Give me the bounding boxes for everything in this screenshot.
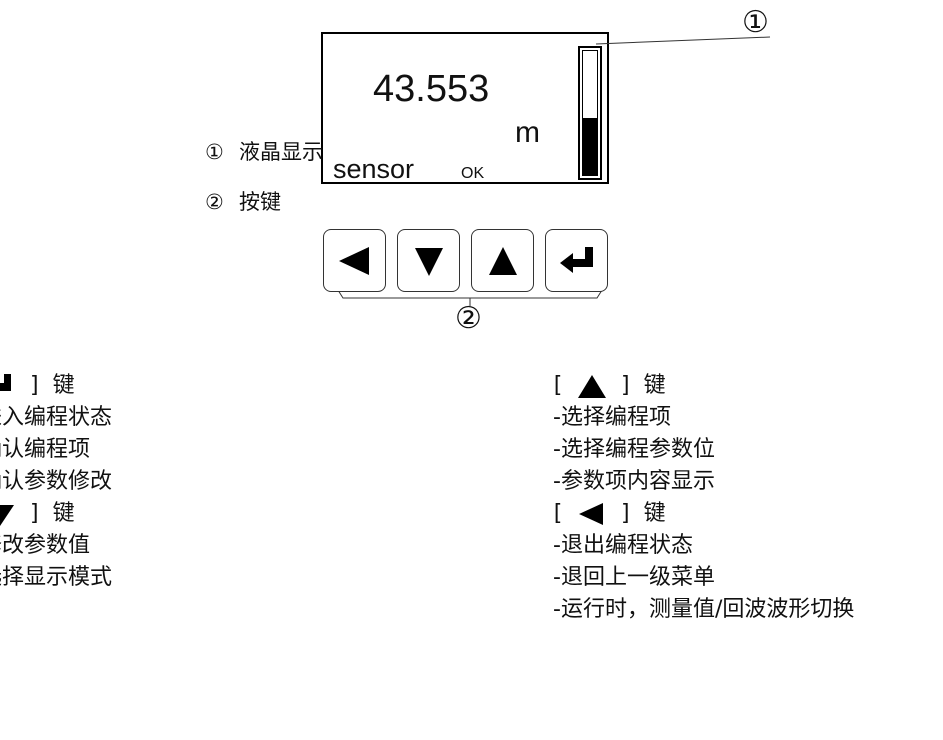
- up-key-header: [ ] 键: [553, 370, 854, 402]
- desc-line: -退回上一级菜单: [553, 565, 715, 590]
- key-word: 键: [643, 373, 666, 398]
- legend-label: 液晶显示: [239, 140, 323, 164]
- right-descriptions: [ ] 键 -选择编程项 -选择编程参数位 -参数项内容显示 [ ] 键 -退出…: [553, 370, 854, 626]
- desc-line: -参数项内容显示: [553, 469, 715, 494]
- desc-line: 进入编程状态: [0, 405, 113, 430]
- legend-item-keys: ② 按键: [205, 186, 281, 216]
- bracket-open: [: [553, 373, 563, 398]
- legend-label: 按键: [239, 190, 281, 214]
- up-key[interactable]: [471, 229, 534, 292]
- measurement-value: 43.553: [373, 68, 490, 110]
- level-bar: [578, 46, 602, 180]
- desc-line: 选择显示模式: [0, 565, 113, 590]
- desc-line: 确认参数修改: [0, 469, 113, 494]
- legend-item-lcd: ① 液晶显示: [205, 136, 323, 166]
- legend-number: ②: [205, 190, 224, 214]
- left-key-header: [ ] 键: [553, 498, 854, 530]
- key-word: 键: [52, 501, 75, 526]
- left-triangle-icon: [339, 247, 369, 275]
- enter-key[interactable]: [545, 229, 608, 292]
- desc-line: 修改参数值: [0, 533, 91, 558]
- level-bar-track: [582, 50, 598, 176]
- bracket-close: ]: [621, 501, 630, 526]
- desc-line: 确认编程项: [0, 437, 91, 462]
- measurement-unit: m: [515, 116, 540, 149]
- callout-lcd: ①: [742, 5, 769, 40]
- down-triangle-icon: [0, 505, 14, 526]
- left-triangle-icon: [579, 503, 603, 525]
- desc-line: -退出编程状态: [553, 533, 693, 558]
- enter-key-header: ] 键: [0, 370, 112, 402]
- callout-keys: ②: [455, 301, 482, 336]
- up-triangle-icon: [578, 375, 606, 398]
- up-triangle-icon: [489, 247, 517, 275]
- bracket-close: ]: [621, 373, 630, 398]
- bracket-open: [: [553, 501, 563, 526]
- left-key[interactable]: [323, 229, 386, 292]
- key-word: 键: [52, 373, 75, 398]
- legend-number: ①: [205, 140, 224, 164]
- sensor-label: sensor: [333, 154, 415, 184]
- left-descriptions: ] 键 进入编程状态 确认编程项 确认参数修改 ] 键 修改参数值 选择显示模式: [0, 370, 112, 594]
- desc-line: -选择编程项: [553, 405, 671, 430]
- desc-line: -运行时，测量值/回波波形切换: [553, 597, 855, 622]
- bracket-close: ]: [30, 501, 39, 526]
- level-bar-fill: [583, 117, 597, 175]
- down-key-header: ] 键: [0, 498, 112, 530]
- down-triangle-icon: [415, 248, 443, 276]
- enter-arrow-icon: [0, 374, 11, 391]
- bracket-close: ]: [30, 373, 39, 398]
- enter-arrow-icon: [560, 247, 593, 273]
- desc-line: -选择编程参数位: [553, 437, 715, 462]
- sensor-status: OK: [461, 165, 485, 182]
- down-key[interactable]: [397, 229, 460, 292]
- key-word: 键: [643, 501, 666, 526]
- lcd-display: 43.553 m sensor OK: [321, 32, 609, 184]
